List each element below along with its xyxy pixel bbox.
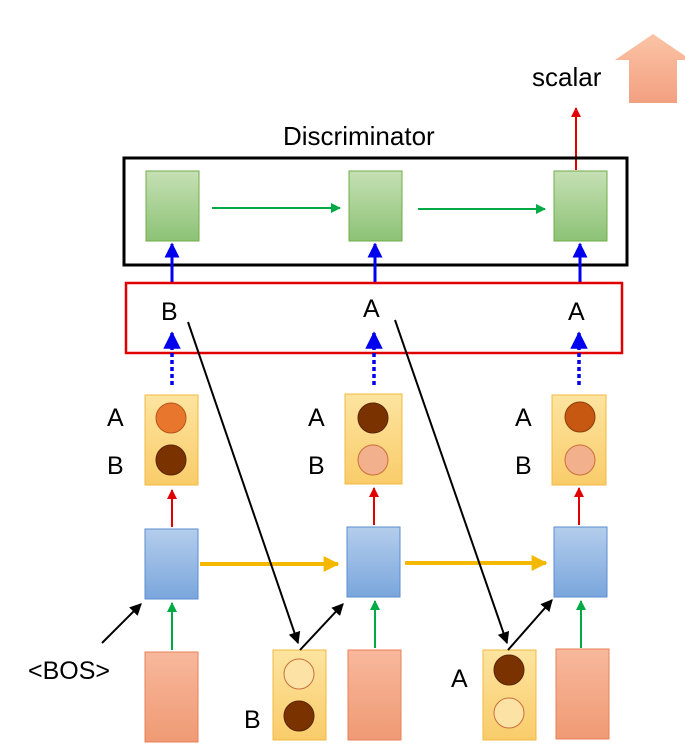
distribution-3-label-a: A	[515, 404, 532, 432]
feedback-onehot-1-circle-bottom	[283, 700, 315, 732]
generator-cell-1	[144, 528, 199, 600]
distribution-3-circle-b	[564, 444, 596, 476]
distribution-1	[144, 394, 199, 486]
input-embedding-3	[555, 648, 610, 740]
input-embedding-1	[144, 651, 199, 743]
start-token-label: <BOS>	[28, 657, 110, 685]
distribution-3	[551, 394, 607, 486]
distribution-2-circle-a	[357, 402, 389, 434]
onehot-to-rnn-arrow-2	[507, 599, 553, 651]
feedback-onehot-1	[272, 649, 327, 741]
feedback-onehot-2-circle-top	[493, 654, 525, 686]
distribution-2-label-b: B	[308, 452, 325, 480]
feedback-onehot-2-circle-bottom	[493, 697, 525, 729]
feedback-onehot-2	[482, 649, 537, 741]
distribution-1-label-b: B	[107, 452, 124, 480]
generator-cell-3	[553, 526, 608, 598]
distribution-2	[344, 393, 403, 485]
sampled-token-1: B	[161, 298, 178, 326]
distribution-3-circle-a	[564, 401, 596, 433]
onehot-to-rnn-arrow-1	[299, 603, 344, 651]
feedback-onehot-1-circle-top	[283, 658, 315, 690]
discriminator-cell-2	[348, 170, 403, 242]
sample-feedback-arrow-2	[394, 319, 510, 645]
sample-feedback-arrow-1	[187, 321, 301, 645]
discriminator-cell-3	[553, 170, 608, 242]
distribution-3-label-b: B	[515, 452, 532, 480]
sampled-token-3: A	[568, 298, 585, 326]
distribution-1-circle-a	[155, 402, 187, 434]
feedback-token-label-2: A	[451, 665, 468, 693]
distribution-2-label-a: A	[308, 404, 325, 432]
distribution-2-circle-b	[357, 444, 389, 476]
output-label: scalar	[532, 62, 602, 92]
generator-cell-2	[346, 526, 401, 598]
distribution-1-label-a: A	[107, 404, 124, 432]
bos-arrow	[101, 603, 142, 644]
sampled-token-2: A	[363, 295, 380, 323]
feedback-token-label-1: B	[244, 706, 261, 734]
output-up-arrow-icon	[615, 34, 685, 103]
discriminator-cell-1	[145, 170, 200, 242]
input-embedding-2	[347, 649, 402, 741]
distribution-1-circle-b	[155, 444, 187, 476]
discriminator-title: Discriminator	[283, 121, 435, 151]
